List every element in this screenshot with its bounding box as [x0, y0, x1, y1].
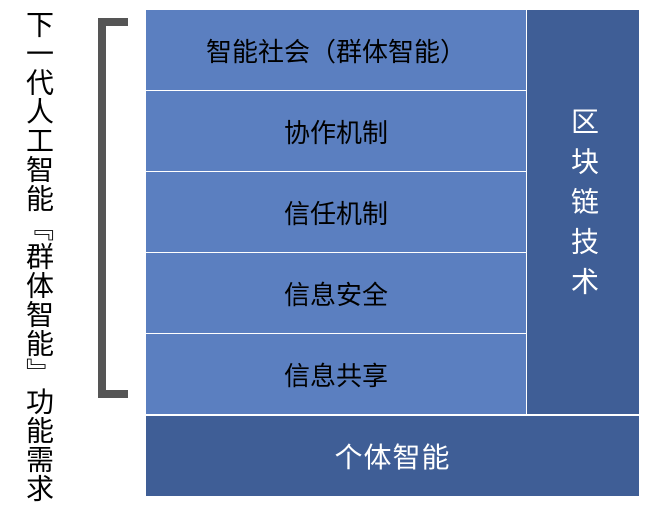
layer-label: 智能社会（群体智能）	[205, 37, 466, 68]
blockchain-block: 区块链技术	[527, 10, 639, 414]
layer-label: 协作机制	[283, 118, 388, 149]
individual-intelligence-block: 个体智能	[146, 416, 639, 496]
blockchain-label: 区块链技术	[567, 107, 600, 307]
layer-label: 信息共享	[283, 361, 388, 392]
layer-security: 信息安全	[146, 253, 526, 333]
bracket-icon	[98, 18, 128, 398]
layer-label: 信任机制	[283, 199, 388, 230]
layer-collaboration: 协作机制	[146, 91, 526, 171]
layer-sharing: 信息共享	[146, 334, 526, 414]
layer-label: 信息安全	[283, 280, 388, 311]
layer-intelligent-society: 智能社会（群体智能）	[146, 10, 526, 90]
layer-trust: 信任机制	[146, 172, 526, 252]
requirements-caption: 下一代人工智能『群体智能』功能需求	[22, 10, 55, 503]
individual-label: 个体智能	[334, 441, 451, 474]
